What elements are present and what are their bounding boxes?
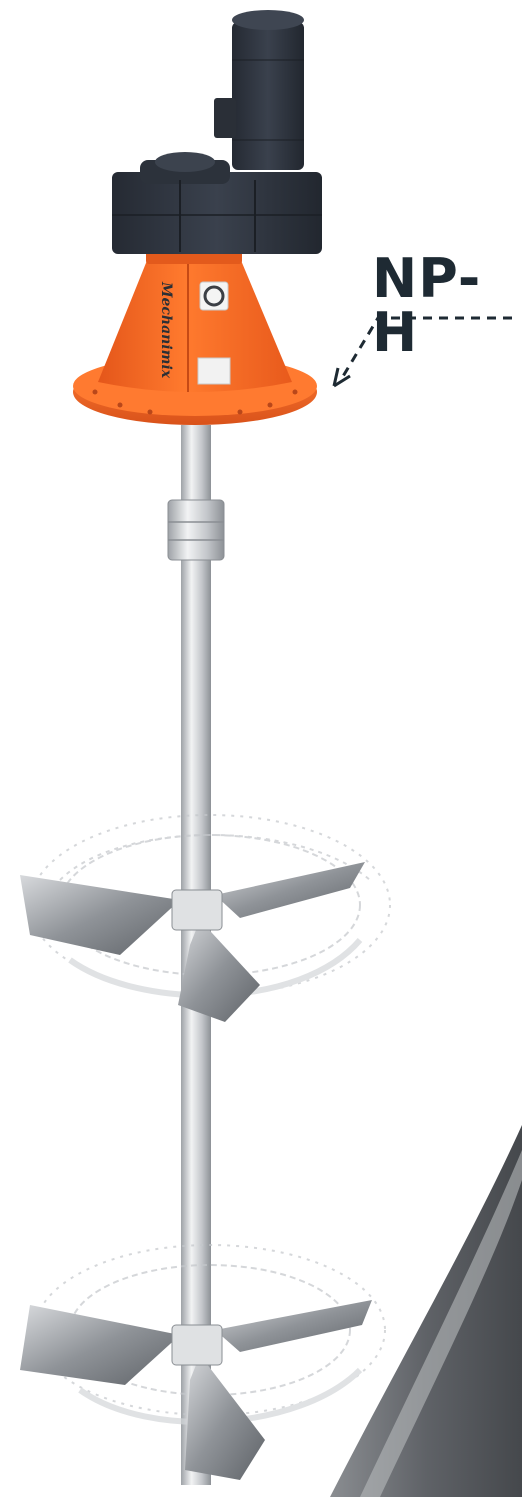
upper-impeller [20,862,365,1022]
shaft-coupling [167,499,225,561]
model-label: NP-H [372,247,482,364]
gearbox [112,152,322,254]
flange-bolt-holes [92,389,298,415]
orange-lantern-housing [98,258,292,392]
inspection-window [197,357,231,385]
brand-text: Mechanimix [158,281,174,379]
lower-impeller [20,1300,372,1480]
corner-background-shape [330,1125,522,1497]
callout-leader-line [332,316,512,388]
electric-motor [214,10,304,170]
